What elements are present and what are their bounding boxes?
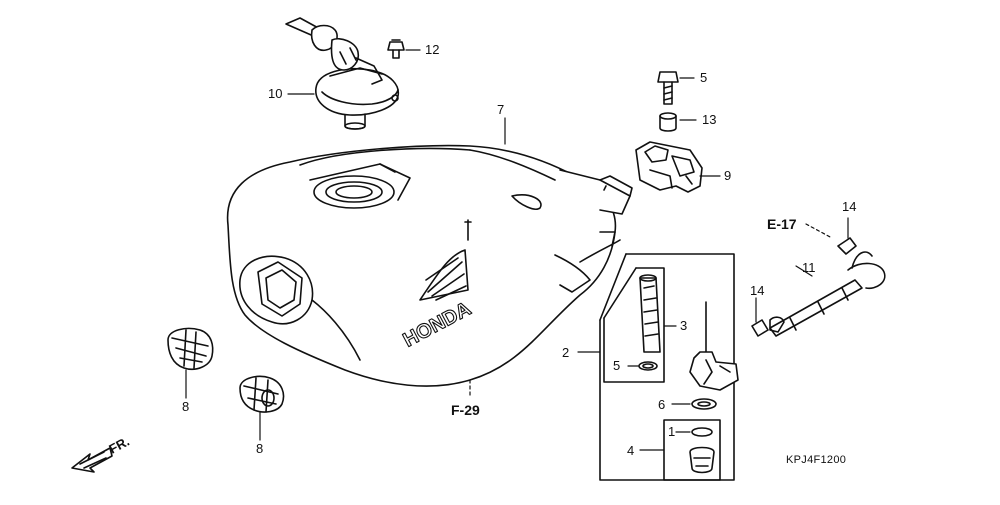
bracket-9: [635, 141, 703, 193]
callout-7: 7: [497, 102, 505, 117]
rubber-mount-lower: [239, 375, 285, 413]
callout-11: 11: [802, 260, 816, 275]
callout-9: 9: [724, 168, 732, 183]
callout-4: 4: [627, 443, 635, 458]
leader-lines: [185, 49, 849, 451]
fuel-tank: [226, 144, 633, 387]
callout-2: 2: [562, 345, 570, 360]
front-direction-arrow: [71, 447, 113, 473]
callout-12: 12: [425, 42, 440, 57]
bolt-12: [387, 39, 405, 59]
callout-14-upper: 14: [842, 199, 857, 214]
reference-e17: E-17: [767, 216, 797, 232]
collar-13: [659, 112, 677, 132]
callout-8-lower: 8: [256, 441, 264, 456]
rubber-mount-upper: [167, 327, 214, 371]
callout-15: 5: [700, 70, 708, 85]
callout-8-upper: 8: [182, 399, 190, 414]
callout-6: 6: [658, 397, 666, 412]
diagram-code: KPJ4F1200: [786, 454, 847, 466]
callout-14-lower: 14: [750, 283, 765, 298]
reference-f29: F-29: [451, 402, 480, 418]
callout-10: 10: [268, 86, 283, 101]
callout-13: 13: [702, 112, 717, 127]
callout-3: 3: [680, 318, 688, 333]
fuel-valve-box: [599, 253, 739, 481]
fuel-cap-assembly: [285, 17, 400, 130]
callout-5: 5: [613, 358, 621, 373]
bolt-15: [657, 71, 679, 105]
callout-1: 1: [668, 424, 676, 439]
fuel-tube: [751, 237, 886, 337]
